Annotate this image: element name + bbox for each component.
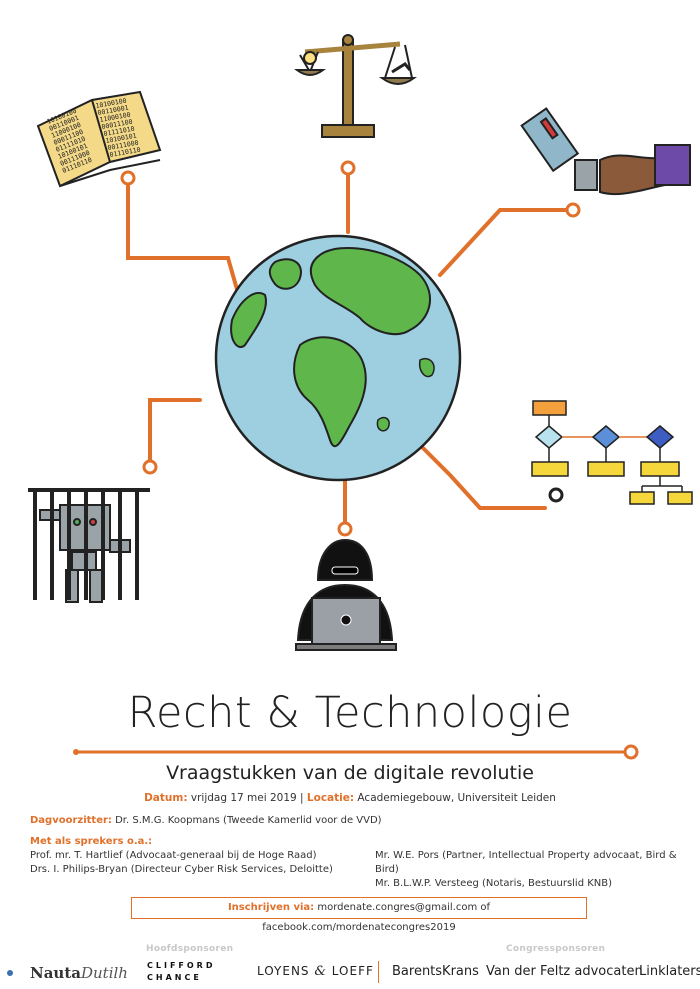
main-sponsors-heading: Hoofdsponsoren bbox=[146, 944, 234, 954]
page-title: Recht & Technologie bbox=[127, 688, 573, 738]
flowchart-icon bbox=[531, 400, 693, 505]
speaker-item: Mr. B.L.W.P. Versteeg (Notaris, Bestuurs… bbox=[375, 878, 613, 889]
sponsor-linklaters: Linklaters bbox=[639, 964, 700, 979]
sponsor-chance-line: CHANCE bbox=[147, 973, 202, 982]
chair-label: Dagvoorzitter: bbox=[30, 815, 112, 826]
date-label: Datum: bbox=[144, 792, 188, 804]
illustration: 1010010010100100001100010011000111000100… bbox=[28, 34, 693, 651]
chair-line: Dagvoorzitter: Dr. S.M.G. Koopmans (Twee… bbox=[30, 815, 382, 826]
chair-value: Dr. S.M.G. Koopmans (Tweede Kamerlid voo… bbox=[115, 815, 382, 826]
globe-icon bbox=[214, 234, 462, 482]
register-contact[interactable]: mordenate.congres@gmail.com of facebook.… bbox=[262, 902, 491, 933]
connector-node-dark bbox=[548, 487, 564, 503]
bullet-dot-icon bbox=[7, 970, 13, 976]
congress-sponsors-heading: Congressponsoren bbox=[506, 944, 606, 954]
speakers-heading: Met als sprekers o.a.: bbox=[30, 836, 153, 847]
sponsor-nauta-part: Nauta bbox=[30, 964, 81, 982]
location-label: Locatie: bbox=[306, 792, 355, 804]
location-value: Academiegebouw, Universiteit Leiden bbox=[357, 792, 556, 804]
sponsor-van-der-feltz: Van der Feltz advocaten bbox=[486, 964, 643, 979]
sponsor-loyens-loeff: LOYENS & LOEFF bbox=[257, 964, 374, 979]
speaker-item: Mr. W.E. Pors (Partner, Intellectual Pro… bbox=[375, 850, 677, 875]
sponsor-loyens-amp: & bbox=[314, 964, 327, 979]
connector-nodes bbox=[120, 160, 581, 537]
robot-human-handshake-icon bbox=[520, 107, 691, 196]
sponsor-dutilh-part: Dutilh bbox=[80, 964, 128, 982]
connector-lines bbox=[126, 170, 572, 527]
date-location-line: Datum: vrijdag 17 mei 2019 | Locatie: Ac… bbox=[0, 792, 700, 804]
registration-box: Inschrijven via: mordenate.congres@gmail… bbox=[131, 897, 587, 933]
sponsor-loeff-part: LOEFF bbox=[331, 964, 374, 978]
date-value: vrijdag 17 mei 2019 | bbox=[190, 792, 307, 804]
binary-code-book-icon: 1010010010100100001100010011000111000100… bbox=[36, 90, 162, 188]
sponsor-clifford-line: CLIFFORD bbox=[147, 961, 216, 970]
sponsor-clifford-chance: CLIFFORD CHANCE bbox=[147, 960, 215, 984]
speakers-right-list: Mr. W.E. Pors (Partner, Intellectual Pro… bbox=[375, 849, 700, 891]
register-label: Inschrijven via: bbox=[227, 902, 315, 913]
speakers-left-list: Prof. mr. T. Hartlief (Advocaat-generaal… bbox=[30, 849, 333, 877]
speaker-item: Drs. I. Philips-Bryan (Directeur Cyber R… bbox=[30, 864, 333, 875]
jailed-robot-icon bbox=[28, 488, 150, 603]
justice-scales-icon bbox=[294, 34, 418, 138]
sponsor-loyens-part: LOYENS bbox=[257, 964, 310, 978]
sponsor-nautadutilh: NautaDutilh bbox=[30, 964, 128, 982]
title-underline bbox=[73, 744, 639, 760]
speaker-item: Prof. mr. T. Hartlief (Advocaat-generaal… bbox=[30, 850, 317, 861]
sponsor-barentskrans: BarentsKrans bbox=[392, 964, 479, 979]
sponsor-divider bbox=[378, 961, 379, 983]
page-subtitle: Vraagstukken van de digitale revolutie bbox=[166, 762, 534, 784]
hacker-laptop-icon bbox=[295, 538, 397, 651]
